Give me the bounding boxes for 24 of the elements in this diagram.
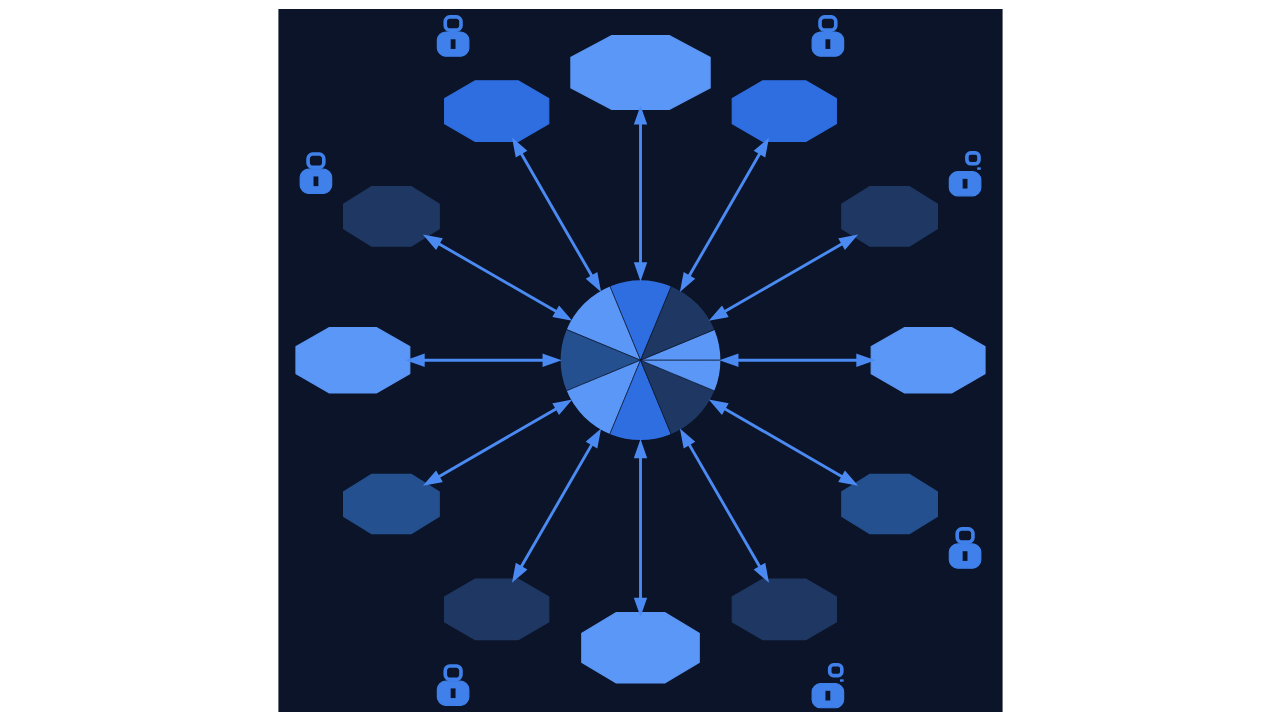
node-box [569,34,711,110]
arrow [708,234,858,321]
arrow [405,353,562,367]
node-box [342,185,440,247]
arrow [633,104,647,281]
node-box [443,577,549,640]
arrow [633,438,647,617]
node-box [840,473,938,534]
node-box [731,577,837,640]
node-box [580,611,700,684]
node-box [870,326,986,393]
node-box [443,79,549,142]
node-box [731,79,837,142]
arrow [422,234,572,321]
arrow [718,353,875,367]
arrow [511,427,601,583]
arrow [511,137,601,292]
arrow [679,427,769,583]
node-box [840,185,938,247]
arrow [422,399,572,486]
node-box [342,473,440,534]
arrow [679,137,769,292]
node-box [294,326,410,393]
arrow [708,399,858,486]
